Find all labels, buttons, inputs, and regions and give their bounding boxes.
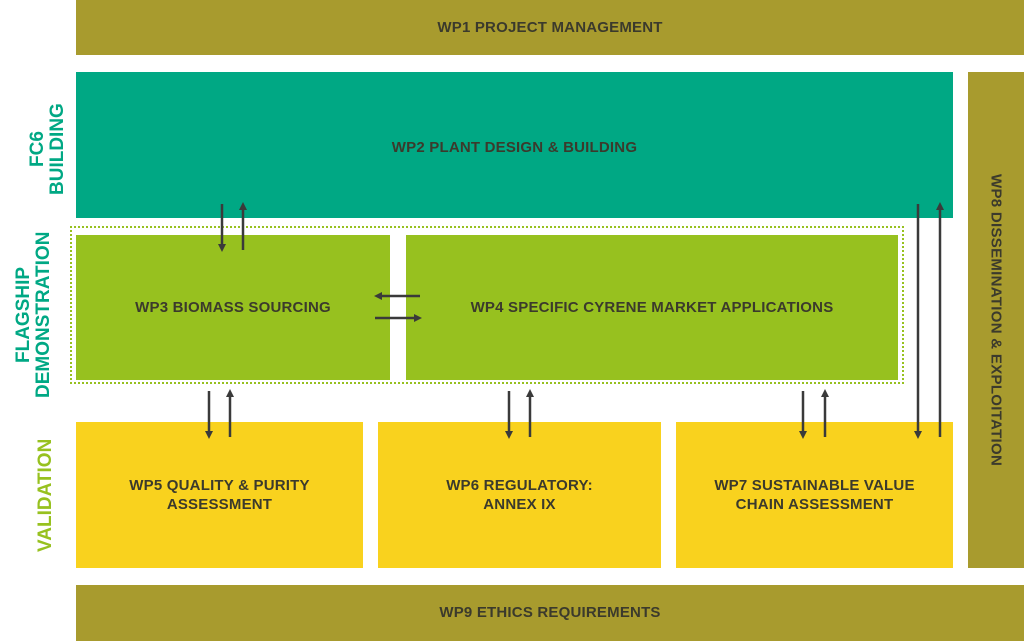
wp9-label: WP9 ETHICS REQUIREMENTS [439,604,661,622]
wp1-project-management: WP1 PROJECT MANAGEMENT [76,0,1024,55]
wp9-ethics: WP9 ETHICS REQUIREMENTS [76,585,1024,641]
wp5-label-line1: WP5 QUALITY & PURITY [129,476,310,494]
wp6-label-line1: WP6 REGULATORY: [446,476,593,494]
wp7-label-line1: WP7 SUSTAINABLE VALUE [714,476,915,494]
wp6-regulatory: WP6 REGULATORY: ANNEX IX [378,422,661,568]
wp6-label-line2: ANNEX IX [483,496,556,513]
wp2-label: WP2 PLANT DESIGN & BUILDING [391,139,638,156]
wp8-label: WP8 DISSEMINATION & EXPLOITATION [987,173,1005,467]
wp2-plant-design: WP2 PLANT DESIGN & BUILDING [76,72,953,218]
wp8-dissemination: WP8 DISSEMINATION & EXPLOITATION [968,72,1024,568]
wp3-biomass-sourcing: WP3 BIOMASS SOURCING [76,235,390,380]
wp4-cyrene-market: WP4 SPECIFIC CYRENE MARKET APPLICATIONS [406,235,898,380]
flagship-outline [70,226,904,384]
wp5-quality-purity: WP5 QUALITY & PURITY ASSESSMENT [76,422,363,568]
wp1-label: WP1 PROJECT MANAGEMENT [437,18,663,36]
wp7-sustainable-value-chain: WP7 SUSTAINABLE VALUE CHAIN ASSESSMENT [676,422,953,568]
wp4-label: WP4 SPECIFIC CYRENE MARKET APPLICATIONS [470,298,834,316]
wp5-label-line2: ASSESSMENT [166,496,273,513]
wp7-label-line2: CHAIN ASSESSMENT [735,496,894,513]
wp3-label: WP3 BIOMASS SOURCING [135,298,331,316]
